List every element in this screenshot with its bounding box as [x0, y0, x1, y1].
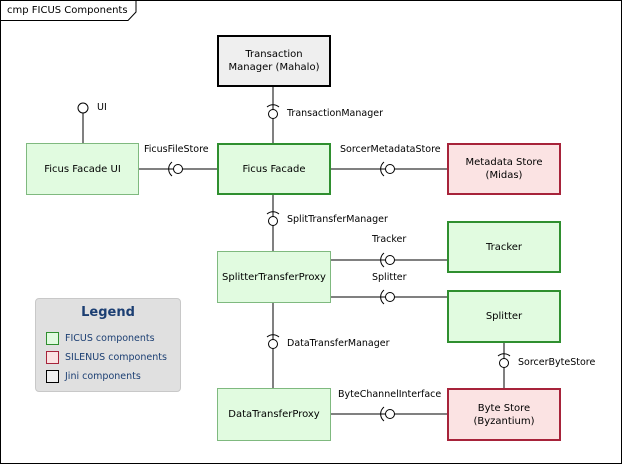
splitter-socket	[380, 289, 385, 305]
interface-label-tracker: Tracker	[372, 234, 407, 245]
data-transfer-manager-socket	[266, 334, 280, 338]
byte-channel-interface-socket	[380, 406, 385, 422]
component-metadata-store[interactable]: Metadata Store (Midas)	[447, 143, 561, 195]
component-ficus-facade-label: Ficus Facade	[242, 163, 306, 175]
ficus-file-store-ball	[173, 164, 183, 174]
component-metadata-store-label: Metadata Store (Midas)	[465, 157, 543, 181]
component-splitter-transfer-proxy-label: SplitterTransferProxy	[222, 271, 326, 283]
component-transaction-manager[interactable]: Transaction Manager (Mahalo)	[217, 35, 331, 87]
interface-label-data-transfer-manager: DataTransferManager	[287, 338, 390, 349]
sorcer-byte-store-socket	[497, 353, 511, 357]
interface-label-splitter: Splitter	[372, 272, 407, 283]
component-ficus-facade-ui[interactable]: Ficus Facade UI	[26, 143, 139, 195]
transaction-manager-ball	[268, 109, 278, 119]
legend-swatch-silenus	[46, 350, 59, 364]
sorcer-byte-store-ball	[499, 358, 509, 368]
legend-label-ficus: FICUS components	[65, 332, 155, 344]
component-splitter[interactable]: Splitter	[447, 290, 561, 343]
interface-label-transaction-manager: TransactionManager	[287, 108, 383, 119]
transaction-manager-socket	[266, 104, 280, 108]
interface-label-split-transfer-manager: SplitTransferManager	[287, 214, 388, 225]
legend-swatch-jini	[46, 369, 59, 383]
data-transfer-manager-ball	[268, 339, 278, 349]
tracker-ball	[385, 255, 395, 265]
legend-item-jini: Jini components	[46, 369, 141, 383]
component-ficus-facade[interactable]: Ficus Facade	[217, 143, 331, 195]
splitter-ball	[385, 292, 395, 302]
legend-title: Legend	[81, 305, 135, 320]
legend: Legend FICUS components SILENUS componen…	[35, 298, 181, 392]
byte-channel-interface-ball	[385, 409, 395, 419]
frame-tab-outline	[0, 0, 137, 21]
interface-label-byte-channel-interface: ByteChannelInterface	[338, 389, 442, 400]
component-tracker-label: Tracker	[485, 241, 523, 253]
component-transaction-manager-label: Transaction Manager (Mahalo)	[228, 49, 320, 73]
split-transfer-manager-ball	[268, 216, 278, 226]
tracker-socket	[380, 252, 385, 268]
component-data-transfer-proxy[interactable]: DataTransferProxy	[217, 388, 331, 441]
sorcer-metadata-store-ball	[385, 164, 395, 174]
component-splitter-label: Splitter	[485, 311, 523, 322]
legend-item-ficus: FICUS components	[46, 331, 155, 345]
interface-label-ui: UI	[97, 102, 107, 113]
component-byte-store-label: Byte Store (Byzantium)	[473, 402, 535, 427]
component-tracker[interactable]: Tracker	[447, 221, 561, 273]
component-ficus-facade-ui-label: Ficus Facade UI	[44, 163, 121, 175]
interface-label-sorcer-byte-store: SorcerByteStore	[518, 357, 596, 368]
interface-label-ficus-file-store: FicusFileStore	[144, 144, 209, 155]
frame-title: cmp FICUS Components	[7, 5, 128, 16]
split-transfer-manager-socket	[266, 211, 280, 215]
legend-swatch-ficus	[46, 331, 59, 345]
component-data-transfer-proxy-label: DataTransferProxy	[228, 409, 320, 420]
ficus-file-store-socket	[168, 161, 173, 177]
ui-ball	[77, 102, 89, 114]
legend-item-silenus: SILENUS components	[46, 350, 167, 364]
component-splitter-transfer-proxy[interactable]: SplitterTransferProxy	[217, 251, 331, 303]
sorcer-metadata-store-socket	[380, 161, 385, 177]
interface-label-sorcer-metadata-store: SorcerMetadataStore	[340, 144, 441, 155]
legend-label-silenus: SILENUS components	[65, 351, 167, 363]
legend-label-jini: Jini components	[65, 370, 141, 382]
component-byte-store[interactable]: Byte Store (Byzantium)	[447, 388, 561, 441]
